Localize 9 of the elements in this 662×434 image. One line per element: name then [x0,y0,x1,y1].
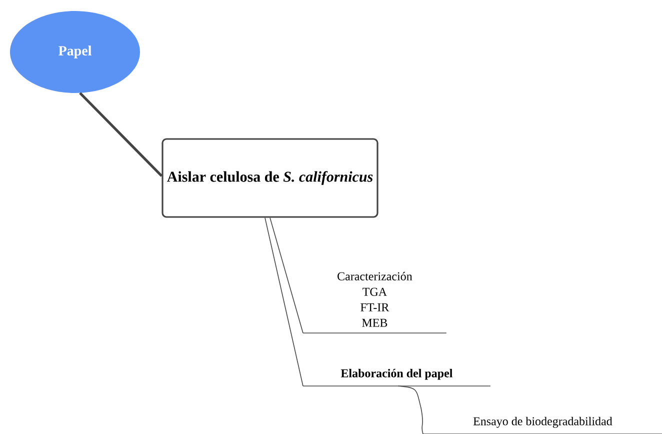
connector-line [270,217,304,334]
topic-box: Aislar celulosa de S. californicus [162,138,378,218]
connector-line [264,217,304,386]
connector-line [79,92,163,177]
branch-topic: Ensayo de biodegradabilidad [422,416,662,434]
branch-topic: Caracterización TGA FT-IR MEB [302,272,447,334]
branch-topic: Elaboración del papel [302,368,491,386]
connector-line [398,386,424,434]
topic-bubble: Papel [10,11,140,93]
